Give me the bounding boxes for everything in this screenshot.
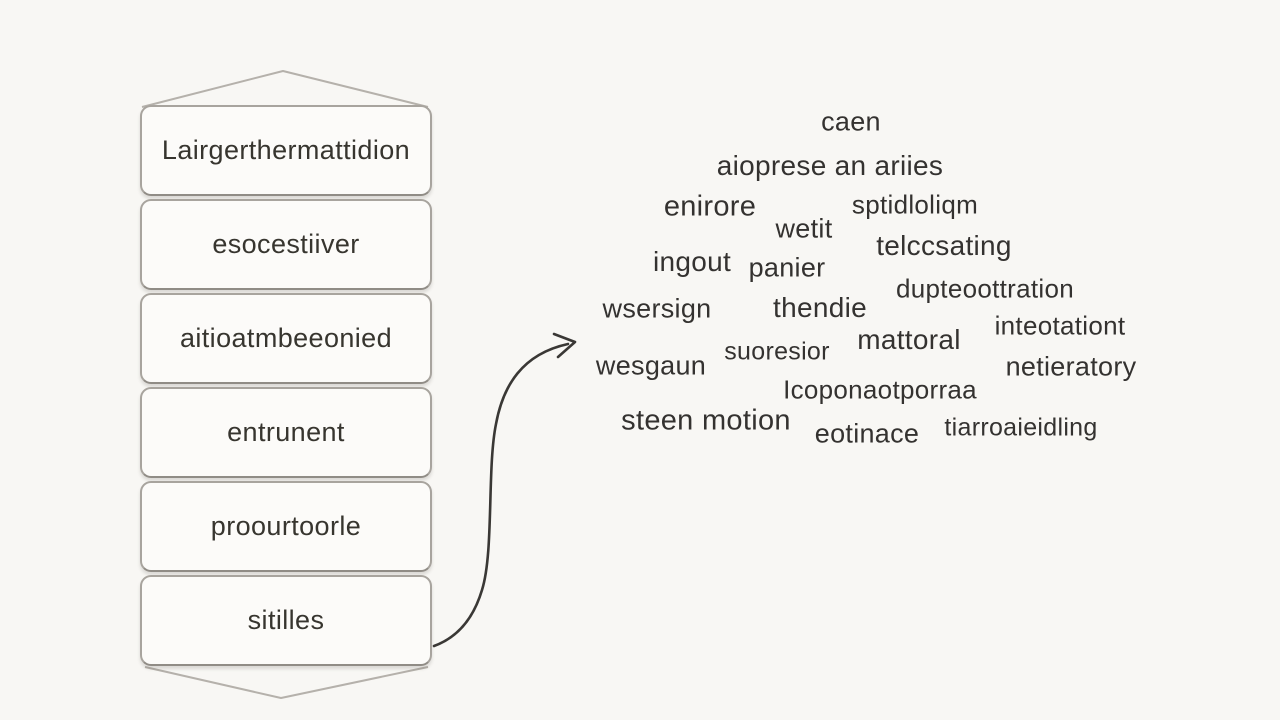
stack-box-3: aitioatmbeeonied bbox=[140, 293, 432, 384]
cloud-word: aioprese an ariies bbox=[716, 150, 944, 181]
stack-box-label: Lairgerthermattidion bbox=[161, 135, 411, 165]
cloud-word: mattoral bbox=[857, 324, 961, 355]
cloud-word: ingout bbox=[652, 246, 732, 277]
cloud-word: wsersign bbox=[602, 293, 712, 324]
stack-box-label: entrunent bbox=[227, 417, 345, 447]
stack-box-label: aitioatmbeeonied bbox=[179, 323, 393, 353]
curved-arrow bbox=[432, 332, 577, 648]
stack-box-5: proourtoorle bbox=[140, 481, 432, 572]
arrowhead-icon bbox=[552, 332, 577, 359]
bottom-chevron-line bbox=[144, 666, 429, 699]
cloud-word: telccsating bbox=[876, 230, 1012, 261]
cloud-word: caen bbox=[821, 106, 881, 137]
cloud-word: wetit bbox=[775, 213, 833, 244]
cloud-word: wesgaun bbox=[595, 350, 707, 381]
funnel-stack: Lairgerthermattidion esocestiiver aitioatm… bbox=[140, 105, 432, 666]
cloud-word: steen motion bbox=[621, 404, 791, 437]
stack-box-1: Lairgerthermattidion bbox=[140, 105, 432, 196]
cloud-word: inteotationt bbox=[994, 310, 1126, 341]
cloud-word: sptidloliqm bbox=[851, 189, 979, 220]
stack-box-4: entrunent bbox=[140, 387, 432, 478]
cloud-word: tiarroaieidling bbox=[944, 413, 1098, 442]
cloud-word: panier bbox=[748, 252, 826, 283]
stack-box-label: esocestiiver bbox=[212, 229, 360, 259]
cloud-word: thendie bbox=[773, 292, 867, 323]
cloud-word: enirore bbox=[663, 190, 757, 223]
cloud-word: dupteoottration bbox=[896, 273, 1074, 304]
stack-box-label: proourtoorle bbox=[210, 511, 362, 541]
cloud-word: eotinace bbox=[814, 418, 920, 449]
stack-box-label: sitilles bbox=[247, 605, 325, 635]
cloud-word: netieratory bbox=[1005, 351, 1137, 382]
stack-box-2: esocestiiver bbox=[140, 199, 432, 290]
cloud-word: Icoponaotporraa bbox=[783, 374, 977, 405]
stack-box-6: sitilles bbox=[140, 575, 432, 666]
top-chevron-line bbox=[141, 70, 429, 108]
cloud-word: suoresior bbox=[724, 337, 830, 366]
